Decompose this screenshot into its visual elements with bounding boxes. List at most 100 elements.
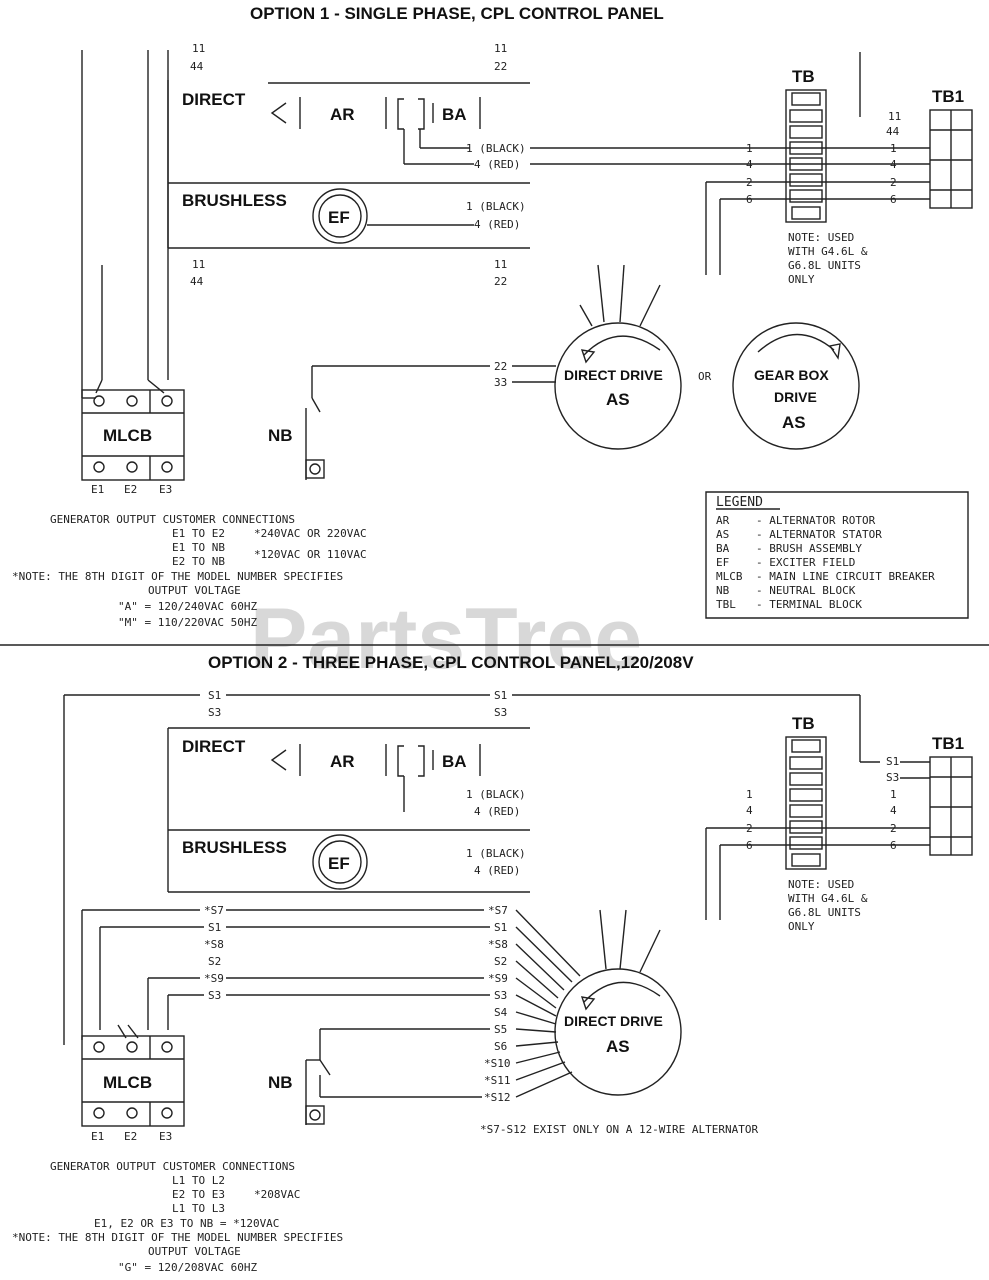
o1-direct-drive-label: DIRECT DRIVE xyxy=(564,367,663,383)
o2-stator-wire-s4: S4 xyxy=(494,1006,508,1019)
o2-left-wire-s2: S2 xyxy=(208,955,221,968)
legend-code-ar: AR xyxy=(716,514,730,527)
o1-as-wire-22: 22 xyxy=(494,360,507,373)
o1-mlcb-label: MLCB xyxy=(103,426,152,445)
o2-customer-line-4: *208VAC xyxy=(254,1188,300,1201)
o2-brushless-label: BRUSHLESS xyxy=(182,838,287,857)
o1-direct-label: DIRECT xyxy=(182,90,246,109)
o1-bot-mid-22: 22 xyxy=(494,275,507,288)
o2-ar-label: AR xyxy=(330,752,355,771)
o1-gear-box-label: GEAR BOX xyxy=(754,367,829,383)
legend-desc-tbl: - TERMINAL BLOCK xyxy=(756,598,862,611)
o1-or-label: OR xyxy=(698,370,712,383)
o2-left-wire-s8: *S8 xyxy=(204,938,224,951)
o1-customer-line-9: "A" = 120/240VAC 60HZ xyxy=(118,600,257,613)
o2-left-wire-s1: S1 xyxy=(208,921,221,934)
o1-drive-label: DRIVE xyxy=(774,389,817,405)
o1-note-line4: ONLY xyxy=(788,273,815,286)
o2-tb1-pin-1: 1 xyxy=(890,788,897,801)
o1-top-mid-11: 11 xyxy=(494,42,507,55)
o2-tb1-pin-4: 4 xyxy=(890,804,897,817)
legend-code-mlcb: MLCB xyxy=(716,570,743,583)
o2-as-label: AS xyxy=(606,1037,630,1056)
o1-customer-line-10: "M" = 110/220VAC 50HZ xyxy=(118,616,257,629)
o2-top-left-s1: S1 xyxy=(208,689,221,702)
o1-customer-line-8: OUTPUT VOLTAGE xyxy=(148,584,241,597)
legend-code-ba: BA xyxy=(716,542,730,555)
o1-customer-line-7: *NOTE: THE 8TH DIGIT OF THE MODEL NUMBER… xyxy=(12,570,343,583)
o2-tb1-pin-s3: S3 xyxy=(886,771,899,784)
o2-stator-wire-s2: S2 xyxy=(494,955,507,968)
o2-tb1-pin-2: 2 xyxy=(890,822,897,835)
o1-bot-left-11: 11 xyxy=(192,258,205,271)
o1-top-left-11: 11 xyxy=(192,42,205,55)
o2-e2-label: E2 xyxy=(124,1130,137,1143)
o2-customer-line-8: OUTPUT VOLTAGE xyxy=(148,1245,241,1258)
o2-wire1-black: 1 (BLACK) xyxy=(466,788,526,801)
o1-ef-label: EF xyxy=(328,208,350,227)
o2-e1-label: E1 xyxy=(91,1130,104,1143)
legend-desc-as: - ALTERNATOR STATOR xyxy=(756,528,882,541)
legend-desc-nb: - NEUTRAL BLOCK xyxy=(756,584,856,597)
o2-wire4-red: 4 (RED) xyxy=(474,805,520,818)
o1-tb-pin-1: 1 xyxy=(746,142,753,155)
o1-note-line3: G6.8L UNITS xyxy=(788,259,861,272)
o2-stator-wire-s7: *S7 xyxy=(488,904,508,917)
o2-stator-wire-s8: *S8 xyxy=(488,938,508,951)
o2-direct-drive-label: DIRECT DRIVE xyxy=(564,1013,663,1029)
legend-desc-ar: - ALTERNATOR ROTOR xyxy=(756,514,876,527)
o2-note-line4: ONLY xyxy=(788,920,815,933)
o2-stator-note: *S7-S12 EXIST ONLY ON A 12-WIRE ALTERNAT… xyxy=(480,1123,759,1136)
o1-bot-mid-11: 11 xyxy=(494,258,507,271)
o2-tb-label: TB xyxy=(792,714,815,733)
o2-tb1-label: TB1 xyxy=(932,734,964,753)
o1-top-mid-22: 22 xyxy=(494,60,507,73)
o1-customer-line-5: E2 TO NB xyxy=(172,555,225,568)
o1-tb-pin-4: 4 xyxy=(746,158,753,171)
legend-box xyxy=(705,491,969,619)
o2-ef-wire4-red: 4 (RED) xyxy=(474,864,520,877)
o1-customer-line-4: E1 TO NB xyxy=(172,541,225,554)
o2-tb-pin-1: 1 xyxy=(746,788,753,801)
o2-mlcb xyxy=(81,1035,185,1127)
o2-direct-drive-stator xyxy=(554,968,682,1096)
o1-brushless-label: BRUSHLESS xyxy=(182,191,287,210)
o2-nb-label: NB xyxy=(268,1073,293,1092)
o1-customer-line-2: E1 TO E2 xyxy=(172,527,225,540)
o2-ef-wire1-black: 1 (BLACK) xyxy=(466,847,526,860)
o1-tb1-pin-11: 11 xyxy=(888,110,901,123)
legend-title: LEGEND xyxy=(716,495,763,510)
o2-stator-wire-s10: *S10 xyxy=(484,1057,511,1070)
o2-left-wire-s3: S3 xyxy=(208,989,221,1002)
o2-e3-label: E3 xyxy=(159,1130,172,1143)
o2-tb1-pin-6: 6 xyxy=(890,839,897,852)
option1-title: OPTION 1 - SINGLE PHASE, CPL CONTROL PAN… xyxy=(250,4,664,23)
o1-e2-label: E2 xyxy=(124,483,137,496)
o1-ba-label: BA xyxy=(442,105,467,124)
o1-gear-box-stator xyxy=(732,322,860,450)
o2-tb-pin-4: 4 xyxy=(746,804,753,817)
o2-note-line3: G6.8L UNITS xyxy=(788,906,861,919)
o2-stator-wire-s9: *S9 xyxy=(488,972,508,985)
o1-e1-label: E1 xyxy=(91,483,104,496)
o1-mlcb xyxy=(81,389,185,481)
legend-desc-ba: - BRUSH ASSEMBLY xyxy=(756,542,862,555)
o2-stator-wire-s11: *S11 xyxy=(484,1074,511,1087)
o1-tb1-pin-1: 1 xyxy=(890,142,897,155)
o2-left-wire-s7: *S7 xyxy=(204,904,224,917)
o1-wire1-black: 1 (BLACK) xyxy=(466,142,526,155)
o1-as-wire-33: 33 xyxy=(494,376,507,389)
o2-tb1-pin-s1: S1 xyxy=(886,755,899,768)
watermark: PartsTree xyxy=(250,591,642,687)
o2-customer-line-5: L1 TO L3 xyxy=(172,1202,225,1215)
o2-customer-line-9: "G" = 120/208VAC 60HZ xyxy=(118,1261,257,1274)
o2-customer-line-7: *NOTE: THE 8TH DIGIT OF THE MODEL NUMBER… xyxy=(12,1231,343,1244)
o1-tb1-label: TB1 xyxy=(932,87,964,106)
o1-ef-wire1-black: 1 (BLACK) xyxy=(466,200,526,213)
o1-wire4-red: 4 (RED) xyxy=(474,158,520,171)
o2-top-mid-s3: S3 xyxy=(494,706,507,719)
o1-top-left-44: 44 xyxy=(190,60,204,73)
o2-stator-wire-s1: S1 xyxy=(494,921,507,934)
o2-customer-line-2: L1 TO L2 xyxy=(172,1174,225,1187)
